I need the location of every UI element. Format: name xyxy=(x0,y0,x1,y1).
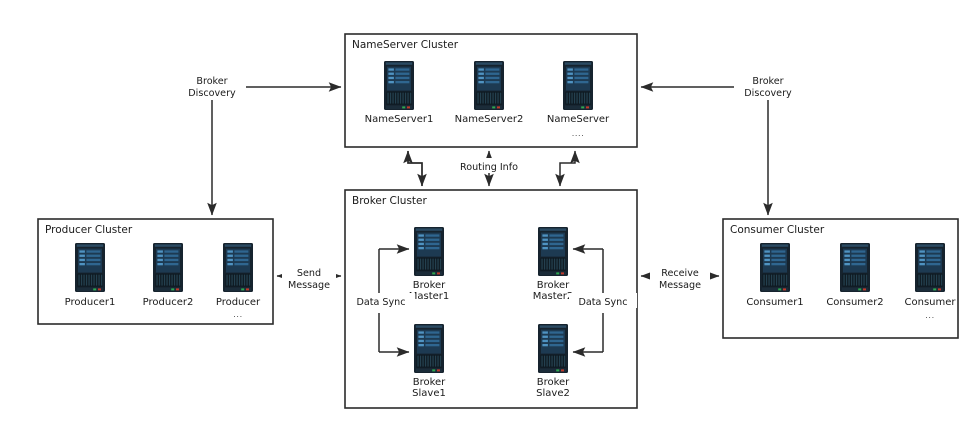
server-icon[interactable] xyxy=(563,61,593,110)
server-icon[interactable] xyxy=(760,243,790,292)
node-label-producer-n: Producer xyxy=(216,297,261,308)
broker-nodes: Broker Master1 Broker Master2 Broker Sla… xyxy=(409,227,574,399)
server-icon[interactable] xyxy=(915,243,945,292)
producer-cluster-title: Producer Cluster xyxy=(45,224,133,236)
broker-cluster-title: Broker Cluster xyxy=(352,195,427,207)
nameserver-nodes: NameServer1 NameServer2 NameServer .... xyxy=(365,61,610,138)
node-sublabel-broker-slave2: Slave2 xyxy=(536,388,570,399)
server-icon[interactable] xyxy=(384,61,414,110)
edge-routing-info-left-down[interactable] xyxy=(407,151,427,187)
node-label-broker-slave1: Broker xyxy=(413,377,446,388)
node-label-consumer2: Consumer2 xyxy=(826,297,883,308)
node-label-nameserver1: NameServer1 xyxy=(365,114,434,125)
node-ellipsis-nameserver-n: .... xyxy=(572,129,585,138)
node-label-consumer1: Consumer1 xyxy=(746,297,803,308)
node-ellipsis-producer-n: ... xyxy=(233,310,242,319)
node-label-consumer-n: Consumer xyxy=(905,297,957,308)
consumer-nodes: Consumer1 Consumer2 Consumer ... xyxy=(746,243,956,320)
node-ellipsis-consumer-n: ... xyxy=(925,311,934,320)
edge-routing-info-left-up[interactable] xyxy=(403,150,423,186)
edge-label-broker-discovery-left-line2: Discovery xyxy=(188,88,236,99)
edge-labels: Broker Discovery Broker Discovery Routin… xyxy=(178,72,802,308)
node-label-broker-master1: Broker xyxy=(413,280,446,291)
edge-label-routing-info: Routing Info xyxy=(460,162,518,173)
server-icon[interactable] xyxy=(414,227,444,276)
server-icon[interactable] xyxy=(75,243,105,292)
server-icon[interactable] xyxy=(223,243,253,292)
server-icon[interactable] xyxy=(538,324,568,373)
node-label-broker-master2: Broker xyxy=(537,280,570,291)
node-label-producer2: Producer2 xyxy=(143,297,194,308)
node-label-producer1: Producer1 xyxy=(65,297,116,308)
server-icon[interactable] xyxy=(474,61,504,110)
edge-label-data-sync-right: Data Sync xyxy=(578,297,627,308)
node-sublabel-broker-master1: Master1 xyxy=(409,291,450,302)
producer-nodes: Producer1 Producer2 Producer ... xyxy=(65,243,261,319)
server-icon[interactable] xyxy=(840,243,870,292)
node-label-nameserver-n: NameServer xyxy=(547,114,610,125)
node-sublabel-broker-slave1: Slave1 xyxy=(412,388,446,399)
connections xyxy=(207,82,773,357)
node-sublabel-broker-master2: Master2 xyxy=(533,291,574,302)
edge-routing-info-right[interactable] xyxy=(555,150,580,187)
edge-label-send-message-line2: Message xyxy=(288,280,330,291)
edge-label-receive-message-line1: Receive xyxy=(661,268,699,279)
server-icon[interactable] xyxy=(414,324,444,373)
edge-label-broker-discovery-right-line1: Broker xyxy=(752,76,783,87)
edge-label-receive-message-line2: Message xyxy=(659,280,701,291)
edge-label-send-message-line1: Send xyxy=(297,268,321,279)
consumer-cluster-title: Consumer Cluster xyxy=(730,224,825,236)
edge-label-broker-discovery-left-line1: Broker xyxy=(196,76,227,87)
server-icon[interactable] xyxy=(538,227,568,276)
server-icon[interactable] xyxy=(153,243,183,292)
edge-label-broker-discovery-right-line2: Discovery xyxy=(744,88,792,99)
node-label-nameserver2: NameServer2 xyxy=(455,114,524,125)
nameserver-cluster-title: NameServer Cluster xyxy=(352,39,459,51)
edge-label-data-sync-left: Data Sync xyxy=(356,297,405,308)
node-label-broker-slave2: Broker xyxy=(537,377,570,388)
